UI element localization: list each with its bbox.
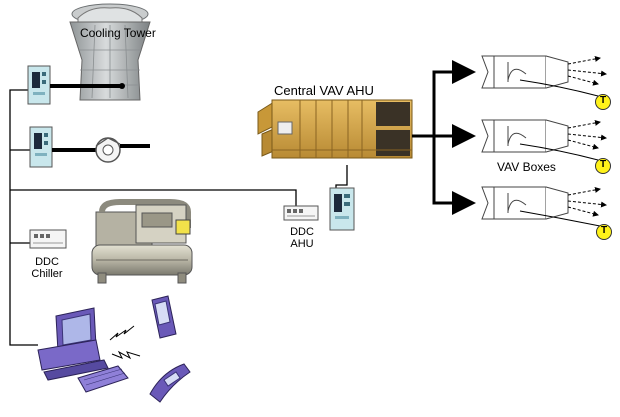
tower-controller-icon bbox=[27, 65, 51, 105]
ddc-ahu-label-line1: DDC bbox=[290, 226, 314, 238]
fan-icon bbox=[95, 137, 121, 163]
thermostat-wiring bbox=[519, 79, 601, 227]
ddc-ahu-label: DDC AHU bbox=[286, 226, 318, 250]
ddc-chiller-module-icon bbox=[29, 229, 67, 249]
cellphone-icon bbox=[149, 363, 191, 403]
wireless-signal-icon bbox=[109, 325, 141, 360]
ddc-ahu-label-line2: AHU bbox=[290, 238, 314, 251]
ddc-chiller-label-line1: DDC bbox=[35, 256, 59, 268]
ahu-icon bbox=[257, 99, 413, 159]
thermostat-icon bbox=[595, 94, 611, 110]
thermostat-label: T bbox=[599, 95, 607, 106]
tower-pipe-end bbox=[119, 83, 125, 89]
chiller-icon bbox=[91, 199, 193, 284]
thermostat-label: T bbox=[600, 225, 608, 236]
computer-icon bbox=[37, 307, 129, 393]
vav-box-icon bbox=[481, 119, 569, 153]
vav-box-icon bbox=[481, 55, 569, 89]
fan-controller-icon bbox=[29, 126, 53, 168]
supply-arrows bbox=[412, 60, 476, 215]
pda-icon bbox=[151, 295, 177, 339]
cooling-tower-label: Cooling Tower bbox=[80, 26, 156, 40]
thermostat-icon bbox=[596, 224, 612, 240]
airflow-arrows bbox=[567, 55, 607, 217]
central-ahu-label: Central VAV AHU bbox=[274, 83, 374, 98]
ddc-ahu-module-icon bbox=[283, 205, 319, 221]
ddc-chiller-label: DDC Chiller bbox=[27, 256, 67, 280]
ahu-controller-icon bbox=[329, 187, 355, 231]
vav-box-icon bbox=[481, 186, 569, 220]
cooling-tower-icon bbox=[69, 3, 151, 101]
ddc-chiller-label-line2: Chiller bbox=[31, 268, 63, 281]
thermostat-label: T bbox=[599, 159, 607, 170]
thermostat-icon bbox=[595, 158, 611, 174]
vav-boxes-label: VAV Boxes bbox=[497, 160, 556, 174]
